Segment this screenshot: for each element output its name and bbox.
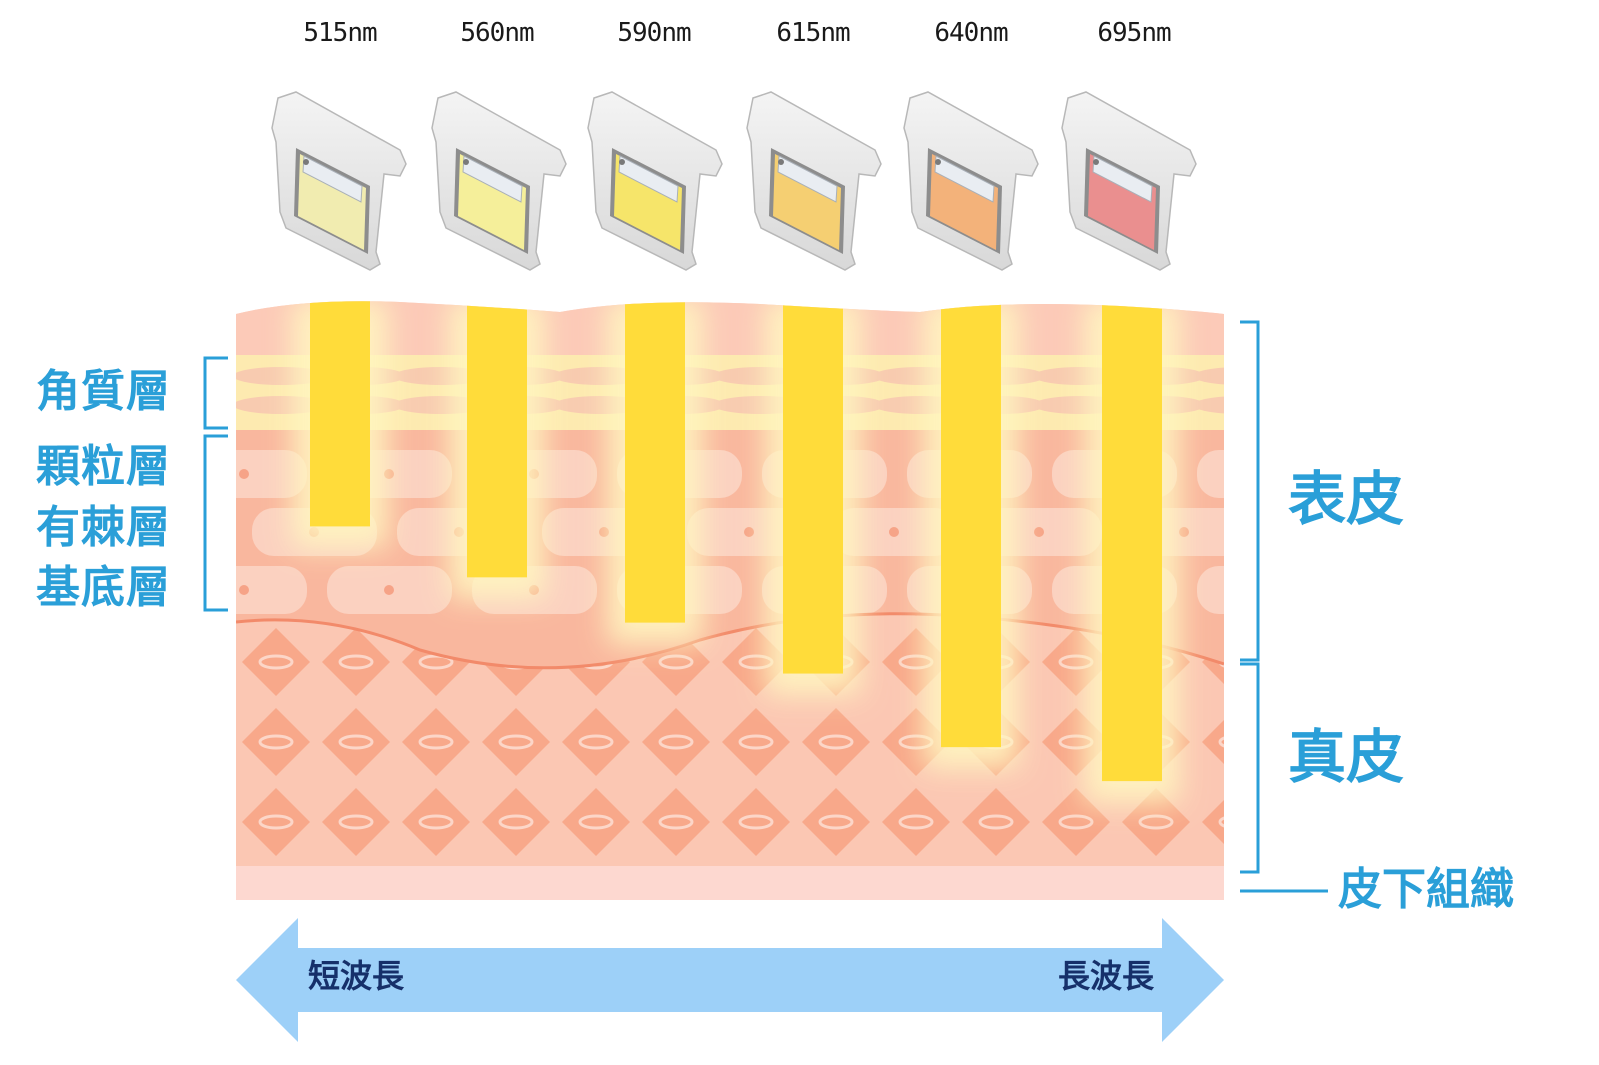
label-stratum-basale: 基底層 — [36, 562, 171, 613]
wavelength-label-615: 615nm — [776, 18, 850, 48]
light-beam — [941, 301, 1001, 748]
bracket-corneum — [203, 356, 228, 430]
wavelength-arrow — [236, 918, 1224, 1042]
filter-head — [746, 91, 882, 271]
label-epidermis: 表皮 — [1288, 465, 1405, 533]
cell-nucleus — [744, 527, 754, 537]
filter-screw — [303, 159, 309, 165]
filter-screw — [619, 159, 625, 165]
filter-reflector — [777, 155, 838, 203]
filter-screw — [778, 159, 784, 165]
light-beam — [467, 301, 527, 578]
cell-nucleus — [889, 527, 899, 537]
skin-layers — [236, 301, 1365, 900]
bracket-epidermis — [1240, 320, 1260, 662]
bracket-dermis — [1240, 662, 1260, 874]
cell-nucleus — [1179, 527, 1189, 537]
wavelength-label-515: 515nm — [303, 18, 377, 48]
filter-screw — [1093, 159, 1099, 165]
corneum-cell — [1277, 367, 1365, 385]
corneum-cell — [1277, 396, 1365, 414]
filter-reflector — [462, 155, 523, 203]
light-beams — [292, 301, 1180, 804]
filter-reflector — [618, 155, 679, 203]
light-beam — [625, 301, 685, 623]
label-stratum-corneum: 角質層 — [36, 366, 171, 417]
filter-head — [431, 91, 567, 271]
label-short-wavelength: 短波長 — [308, 957, 405, 995]
label-dermis: 真皮 — [1288, 723, 1405, 791]
wavelength-label-590: 590nm — [617, 18, 691, 48]
wavelength-label-560: 560nm — [460, 18, 534, 48]
cell-nucleus — [239, 469, 249, 479]
dermis-layer — [236, 613, 1224, 866]
filter-reflector — [1092, 155, 1153, 203]
filter-heads — [271, 91, 1197, 271]
filter-head — [903, 91, 1039, 271]
filter-head — [587, 91, 723, 271]
filter-head — [1061, 91, 1197, 271]
label-long-wavelength: 長波長 — [1058, 957, 1155, 995]
cell-nucleus — [1034, 527, 1044, 537]
filter-screw — [463, 159, 469, 165]
wavelength-label-640: 640nm — [934, 18, 1008, 48]
corneum-cell — [1193, 396, 1224, 414]
light-beam — [310, 301, 370, 527]
cell-nucleus — [384, 585, 394, 595]
cell-nucleus — [599, 527, 609, 537]
label-stratum-granulosum: 顆粒層 — [36, 441, 171, 492]
wavelength-label-695: 695nm — [1097, 18, 1171, 48]
bracket-lower-epidermis — [203, 434, 228, 612]
light-beam — [1102, 301, 1162, 782]
cell-nucleus — [239, 585, 249, 595]
corneum-layer — [236, 355, 1224, 431]
light-beam — [783, 301, 843, 674]
filter-reflector — [302, 155, 363, 203]
filter-head — [271, 91, 407, 271]
corneum-cell — [1193, 367, 1224, 385]
label-stratum-spinosum: 有棘層 — [36, 502, 171, 553]
label-subcutaneous: 皮下組織 — [1338, 864, 1514, 915]
filter-screw — [935, 159, 941, 165]
filter-reflector — [934, 155, 995, 203]
